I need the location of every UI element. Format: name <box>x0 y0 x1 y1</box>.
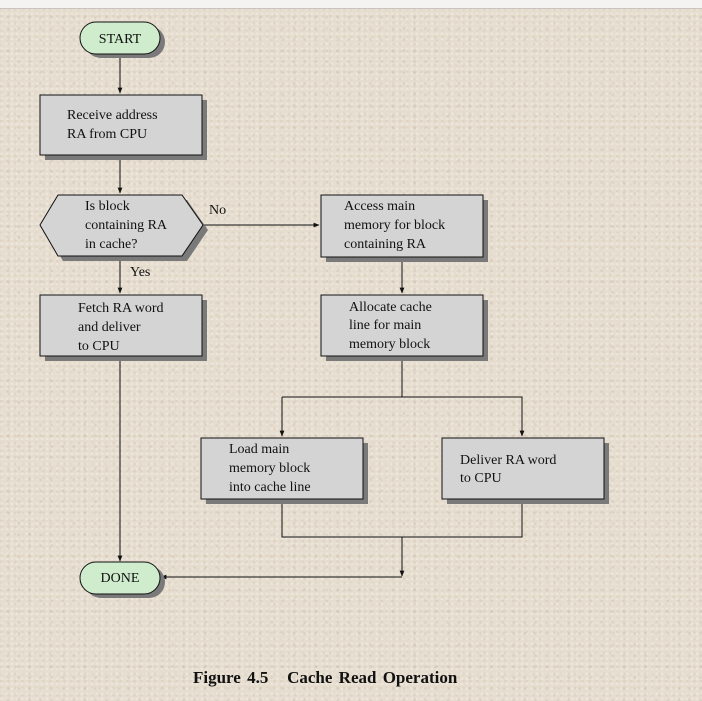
load-line-1: Load main <box>229 442 289 457</box>
svg-text:Access main memory for b: Access main memory for block containing … <box>344 199 449 252</box>
start-label: START <box>99 32 142 47</box>
deliver-line-2: to CPU <box>460 471 502 486</box>
no-label: No <box>209 203 226 218</box>
decision-line-3: in cache? <box>85 237 137 252</box>
done-terminal: DONE <box>79 561 165 598</box>
receive-address-box: Receive address RA from CPU <box>39 94 207 160</box>
svg-text:Is block containing RA: Is block containing RA in cache? <box>85 199 170 252</box>
load-line-2: memory block <box>229 461 310 476</box>
access-memory-box: Access main memory for block containing … <box>320 194 488 262</box>
connectors <box>117 57 525 580</box>
svg-text:Allocate cache line for: Allocate cache line for main memory bloc… <box>349 300 435 352</box>
receive-line-1: Receive address <box>67 108 158 123</box>
connector-allocate-split <box>282 357 403 398</box>
decision-line-1: Is block <box>85 199 130 214</box>
fetch-word-box: Fetch RA word and deliver to CPU <box>39 294 207 361</box>
fetch-line-3: to CPU <box>78 339 120 354</box>
figure-caption: Figure 4.5 Cache Read Operation <box>193 668 458 687</box>
allocate-line-1: Allocate cache <box>349 300 432 315</box>
svg-text:Deliver RA word to CPU: Deliver RA word to CPU <box>460 453 560 486</box>
allocate-line-2: line for main <box>349 318 421 333</box>
svg-text:Fetch RA word and delive: Fetch RA word and deliver to CPU <box>78 301 167 354</box>
decision-line-2: containing RA <box>85 218 168 233</box>
done-label: DONE <box>101 571 140 586</box>
decision-hexagon: Is block containing RA in cache? <box>39 194 208 261</box>
access-line-2: memory for block <box>344 218 445 233</box>
svg-text:Load main memory block: Load main memory block into cache line <box>229 442 314 495</box>
access-line-3: containing RA <box>344 237 427 252</box>
yes-label: Yes <box>130 265 150 280</box>
allocate-cache-box: Allocate cache line for main memory bloc… <box>320 294 488 361</box>
deliver-word-box: Deliver RA word to CPU <box>441 437 609 504</box>
arrow-split-to-deliver <box>402 396 525 437</box>
load-memory-box: Load main memory block into cache line <box>200 437 368 504</box>
fetch-line-1: Fetch RA word <box>78 301 164 316</box>
window-top-bar <box>0 0 702 9</box>
access-line-1: Access main <box>344 199 415 214</box>
fetch-line-2: and deliver <box>78 320 141 335</box>
load-line-3: into cache line <box>229 480 311 495</box>
svg-text:Receive address RA from: Receive address RA from CPU <box>67 108 161 142</box>
deliver-line-1: Deliver RA word <box>460 453 556 468</box>
start-terminal: START <box>79 21 165 58</box>
allocate-line-3: memory block <box>349 337 430 352</box>
receive-line-2: RA from CPU <box>67 127 147 142</box>
